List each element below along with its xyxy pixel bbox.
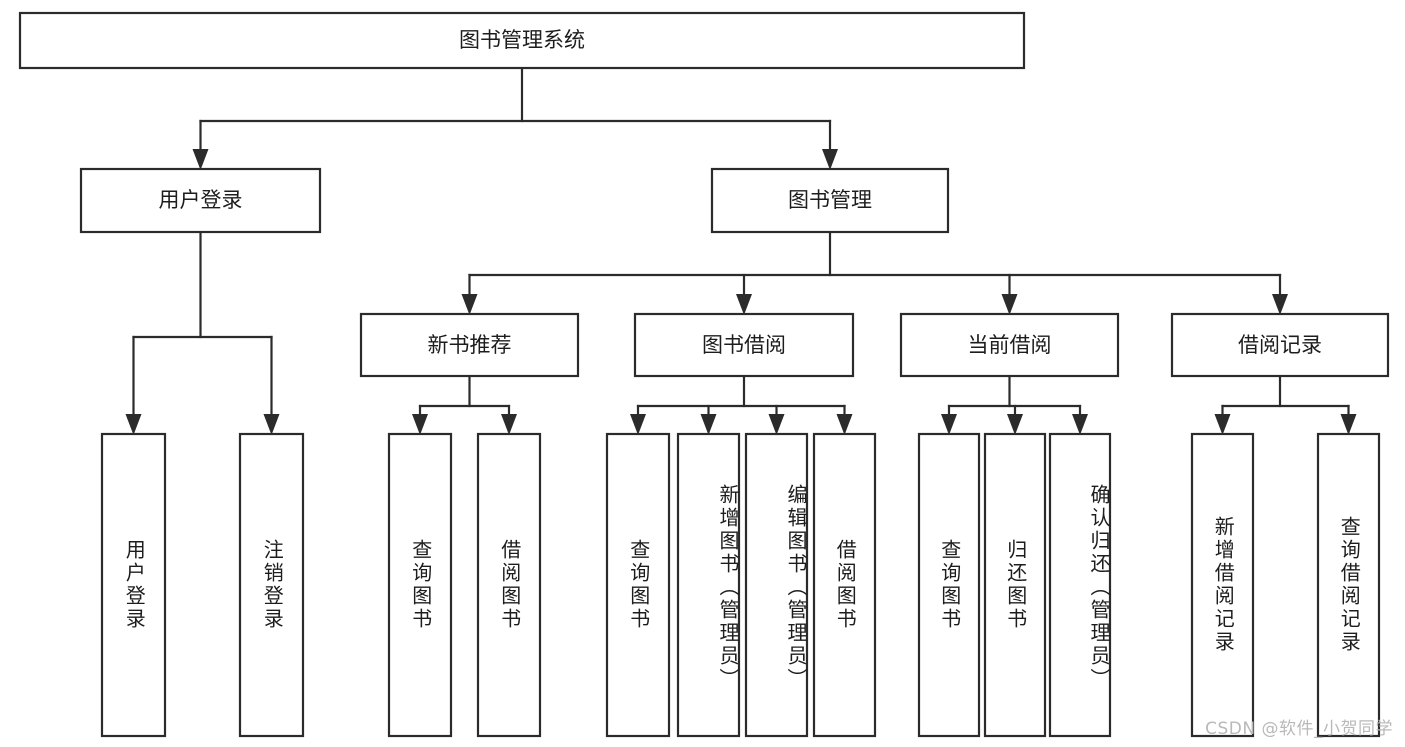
node-box-current-borrow[interactable] xyxy=(899,312,1120,378)
arrow-head-icon xyxy=(1214,414,1231,435)
arrow-head-icon xyxy=(836,414,853,435)
node-box-leaf-borrow-query[interactable] xyxy=(605,432,671,738)
node-boxes-layer xyxy=(18,11,1390,738)
arrow-head-icon xyxy=(125,414,142,435)
arrow-head-icon xyxy=(263,414,280,435)
node-box-borrow-record[interactable] xyxy=(1170,312,1390,378)
arrow-head-icon xyxy=(1340,414,1357,435)
arrow-head-icon xyxy=(192,149,209,170)
arrow-head-icon xyxy=(461,294,478,315)
connectors-layer xyxy=(125,66,1357,435)
arrow-head-icon xyxy=(501,414,517,435)
arrow-head-icon xyxy=(1007,414,1023,435)
node-box-leaf-rec-query2[interactable] xyxy=(1316,432,1381,738)
arrow-head-icon xyxy=(822,149,838,170)
node-box-leaf-cur-return[interactable] xyxy=(983,432,1047,738)
node-box-leaf-user-login[interactable] xyxy=(100,432,167,738)
arrow-head-icon xyxy=(1072,414,1088,435)
arrow-head-icon xyxy=(1272,294,1288,315)
arrow-head-icon xyxy=(630,414,646,435)
arrow-head-icon xyxy=(768,414,785,435)
arrow-head-icon xyxy=(736,294,752,315)
node-box-leaf-borrow-take[interactable] xyxy=(812,432,877,738)
arrow-head-icon xyxy=(700,414,717,435)
arrow-head-icon xyxy=(412,414,428,435)
node-box-leaf-cur-query[interactable] xyxy=(917,432,981,738)
node-box-leaf-rec-borrow[interactable] xyxy=(476,432,542,738)
node-box-user-login[interactable] xyxy=(79,167,322,234)
node-box-leaf-cur-confirm[interactable] xyxy=(1048,432,1112,738)
arrow-head-icon xyxy=(941,414,957,435)
arrow-head-icon xyxy=(1001,294,1018,315)
node-box-book-borrow[interactable] xyxy=(633,312,855,378)
node-box-leaf-rec-query[interactable] xyxy=(387,432,453,738)
node-box-root[interactable] xyxy=(18,11,1026,70)
node-box-leaf-rec-add[interactable] xyxy=(1190,432,1255,738)
node-box-leaf-borrow-add[interactable] xyxy=(676,432,741,738)
node-box-book-manage[interactable] xyxy=(710,167,950,234)
node-box-leaf-user-logout[interactable] xyxy=(238,432,305,738)
node-box-new-book-rec[interactable] xyxy=(359,312,580,378)
node-box-leaf-borrow-edit[interactable] xyxy=(744,432,809,738)
